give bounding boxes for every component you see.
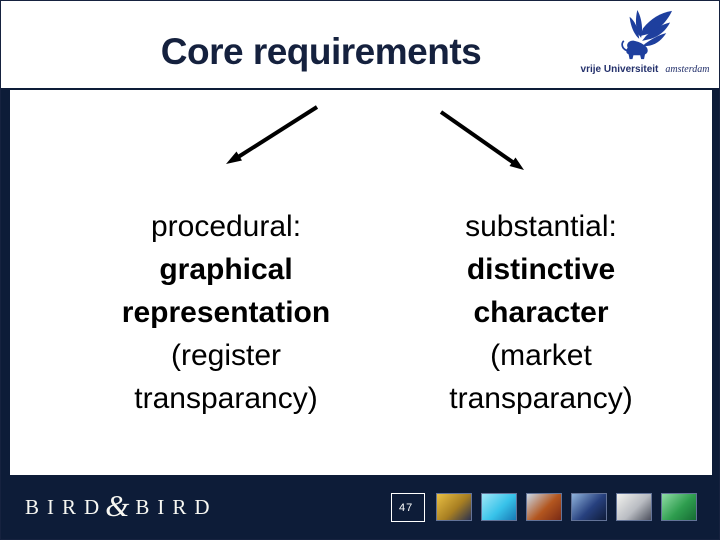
left-accent-bar bbox=[1, 90, 10, 477]
text-line: representation bbox=[121, 296, 331, 329]
brand-word: BIRD bbox=[135, 494, 218, 519]
right-accent-bar bbox=[712, 90, 719, 477]
vu-logo-name: vrije Universiteit bbox=[580, 64, 659, 75]
text-line: character bbox=[473, 296, 609, 329]
text-line: transparancy) bbox=[449, 382, 633, 415]
footer-bar: BIRD&BIRD 47 bbox=[1, 475, 719, 539]
text-line: substantial: bbox=[465, 210, 617, 243]
text-line: transparancy) bbox=[134, 382, 318, 415]
column-substantial: substantial: distinctive character (mark… bbox=[376, 205, 706, 420]
slide-thumbnail-courtroom-orange bbox=[526, 493, 562, 521]
slide-title: Core requirements bbox=[160, 31, 482, 72]
bird-and-bird-logo: BIRD&BIRD bbox=[25, 488, 218, 525]
slide-number: 47 bbox=[399, 501, 414, 514]
slide-thumbnail-green-ribbon bbox=[661, 493, 697, 521]
text-line: graphical bbox=[159, 253, 293, 286]
arrow-down-right-icon bbox=[439, 110, 524, 170]
vu-university-logo: vrije Universiteit amsterdam bbox=[577, 7, 713, 87]
column-procedural: procedural: graphical representation (re… bbox=[61, 205, 391, 420]
slide-thumbnail-cyan-interior bbox=[481, 493, 517, 521]
arrow-down-left-icon bbox=[226, 105, 319, 164]
text-line: procedural: bbox=[150, 210, 302, 243]
vu-logo-text: vrije Universiteit amsterdam bbox=[577, 64, 713, 75]
text-line: (register bbox=[170, 339, 282, 372]
slide-thumbnail-sketch-gray bbox=[616, 493, 652, 521]
slide-thumbnail-blue-meeting bbox=[571, 493, 607, 521]
brand-ampersand: & bbox=[105, 488, 130, 523]
slide-number-box: 47 bbox=[391, 493, 425, 522]
vu-logo-city: amsterdam bbox=[665, 64, 710, 75]
text-line: (market bbox=[490, 339, 592, 372]
vu-griffin-icon bbox=[621, 9, 672, 60]
thumbnail-strip bbox=[436, 493, 697, 521]
text-line: distinctive bbox=[466, 253, 616, 286]
slide-header: Core requirements vrije Universiteit amst… bbox=[1, 1, 719, 90]
brand-word: BIRD bbox=[25, 494, 108, 519]
slide-thumbnail-yellow-hallway bbox=[436, 493, 472, 521]
